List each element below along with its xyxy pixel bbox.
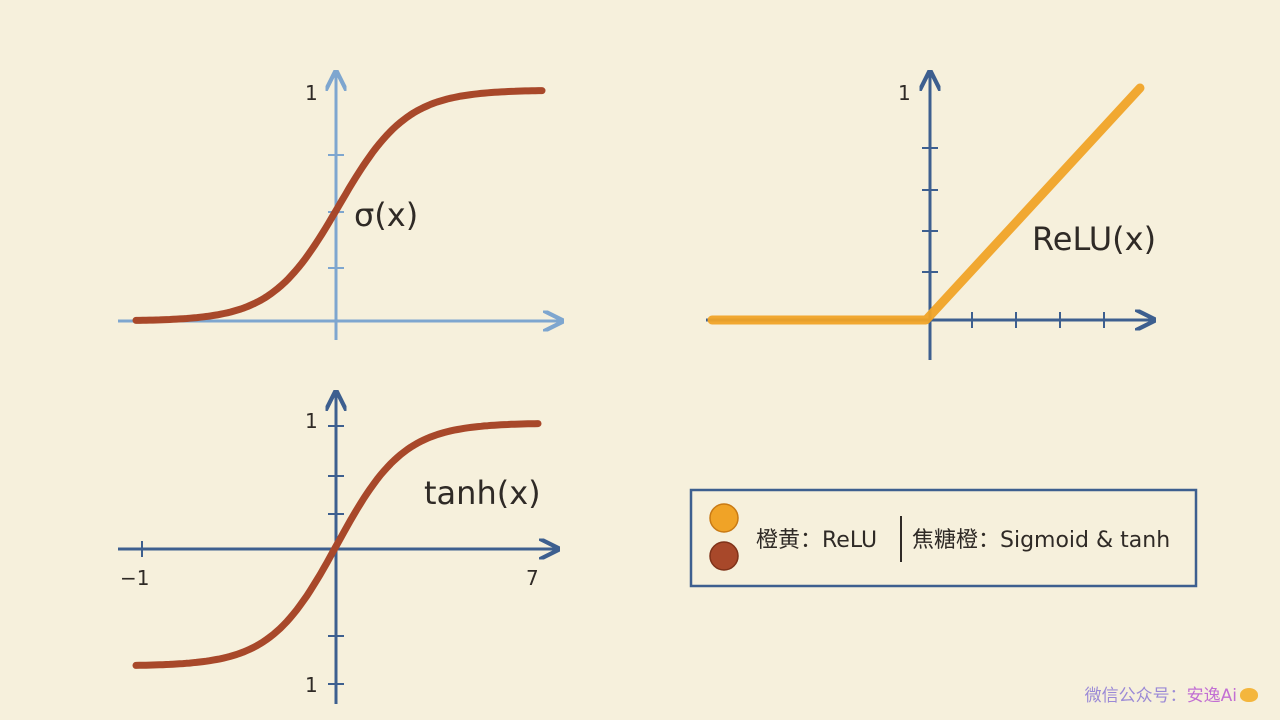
sigmoid-label: σ(x) xyxy=(354,196,418,234)
tanh-x-tick-label: 7 xyxy=(526,566,539,590)
sigmoid-chart: 1 σ(x) xyxy=(118,74,560,340)
mascot-icon xyxy=(1240,688,1258,702)
watermark-name: 安逸Ai xyxy=(1186,686,1237,706)
watermark: 微信公众号：安逸Ai xyxy=(1085,681,1258,706)
relu-y-tick-label: 1 xyxy=(898,81,911,105)
tanh-x-tick-label: −1 xyxy=(120,566,149,590)
watermark-prefix: 微信公众号： xyxy=(1084,686,1187,706)
tanh-label: tanh(x) xyxy=(424,474,541,512)
tanh-y-tick-label: 1 xyxy=(305,673,318,697)
legend-item-relu: 橙黄：ReLU xyxy=(756,528,877,553)
tanh-y-tick-label: 1 xyxy=(305,409,318,433)
relu-chart: 1 ReLU(x) xyxy=(706,74,1156,360)
sigmoid-curve xyxy=(132,87,546,324)
relu-curve xyxy=(707,83,1145,325)
legend-item-caramel: 焦糖橙：Sigmoid & tanh xyxy=(912,528,1170,553)
relu-label: ReLU(x) xyxy=(1032,220,1156,258)
legend-swatch-relu xyxy=(709,503,739,533)
legend: 橙黄：ReLU 焦糖橙：Sigmoid & tanh xyxy=(689,488,1198,588)
legend-swatch-caramel xyxy=(709,541,739,571)
sigmoid-y-tick-label: 1 xyxy=(305,81,318,105)
tanh-chart: −1 7 1 1 tanh(x) xyxy=(118,394,556,704)
tanh-curve xyxy=(132,420,542,669)
legend-box xyxy=(689,488,1198,588)
